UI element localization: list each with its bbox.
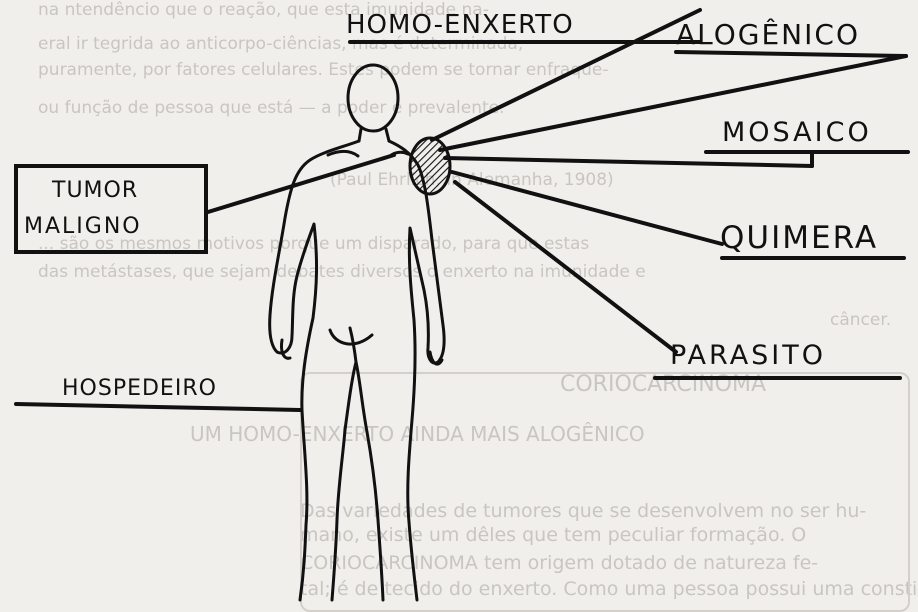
label-parasito: PARASITO bbox=[670, 340, 826, 371]
line-mosaico bbox=[445, 158, 812, 166]
label-hospedeiro: HOSPEDEIRO bbox=[62, 376, 217, 401]
underline-alogenico bbox=[676, 52, 906, 56]
line-parasito bbox=[455, 182, 676, 352]
chest-contour-left bbox=[328, 151, 358, 156]
label-mosaico: MOSAICO bbox=[722, 117, 872, 148]
line-quimera bbox=[452, 172, 722, 244]
line-tumor-maligno bbox=[208, 155, 394, 212]
neck-right bbox=[386, 129, 389, 141]
label-tumor: TUMOR bbox=[52, 178, 138, 203]
label-maligno: MALIGNO bbox=[24, 214, 142, 239]
label-quimera: QUIMERA bbox=[720, 220, 878, 256]
underline-hospedeiro bbox=[16, 404, 300, 410]
neck-left bbox=[359, 129, 361, 141]
body-silhouette bbox=[270, 141, 444, 600]
label-homo-enxerto: HOMO-ENXERTO bbox=[346, 10, 574, 40]
tumor-patch bbox=[410, 138, 450, 194]
head bbox=[348, 65, 398, 131]
label-alogenico: ALOGÊNICO bbox=[676, 18, 860, 51]
